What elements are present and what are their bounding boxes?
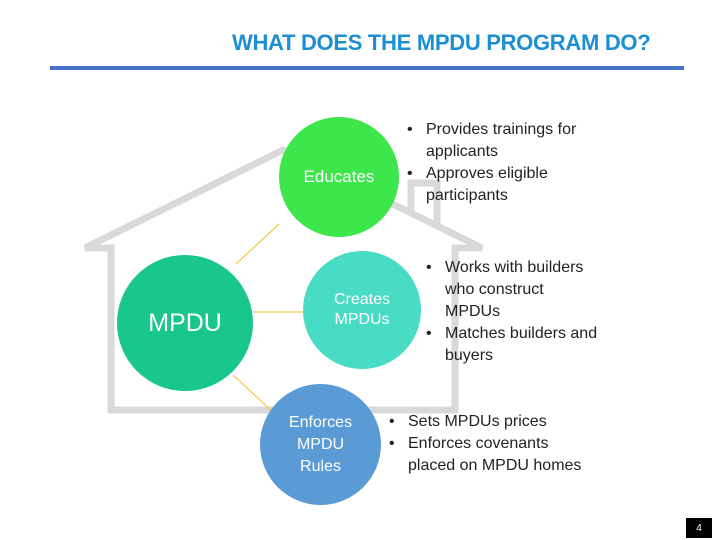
enforces-rules-circle: Enforces MPDU Rules — [260, 384, 381, 505]
educates-circle: Educates — [279, 117, 399, 237]
mpdu-center-label: MPDU — [148, 308, 222, 337]
bullet-item: Works with builders who construct MPDUs — [426, 257, 601, 323]
enforces-label-line: Enforces — [288, 413, 353, 431]
creates-bullet-list: Works with builders who construct MPDUs … — [426, 257, 601, 367]
connector-educates — [235, 223, 280, 265]
bullet-item: Matches builders and buyers — [426, 323, 601, 367]
educates-bullet-list: Provides trainings for applicants Approv… — [407, 119, 597, 207]
page-number: 4 — [686, 518, 712, 538]
mpdu-center-circle: MPDU — [117, 255, 253, 391]
bullet-item: Approves eligible participants — [407, 163, 597, 207]
educates-label-line: Educates — [303, 167, 375, 186]
bullet-item: Provides trainings for applicants — [407, 119, 597, 163]
enforces-bullet-list: Sets MPDUs prices Enforces covenants pla… — [389, 411, 589, 477]
creates-label-line: Creates — [333, 291, 391, 308]
enforces-label-line: Rules — [300, 457, 341, 475]
bullet-item: Enforces covenants placed on MPDU homes — [389, 433, 589, 477]
creates-label-line: MPDUs — [334, 311, 390, 328]
enforces-label-line: MPDU — [296, 435, 345, 453]
bullet-item: Sets MPDUs prices — [389, 411, 589, 433]
creates-mpdus-circle: Creates MPDUs — [303, 251, 421, 369]
slide-title: WHAT DOES THE MPDU PROGRAM DO? — [232, 30, 651, 55]
title-rule — [50, 66, 684, 70]
connector-enforces — [232, 374, 275, 414]
